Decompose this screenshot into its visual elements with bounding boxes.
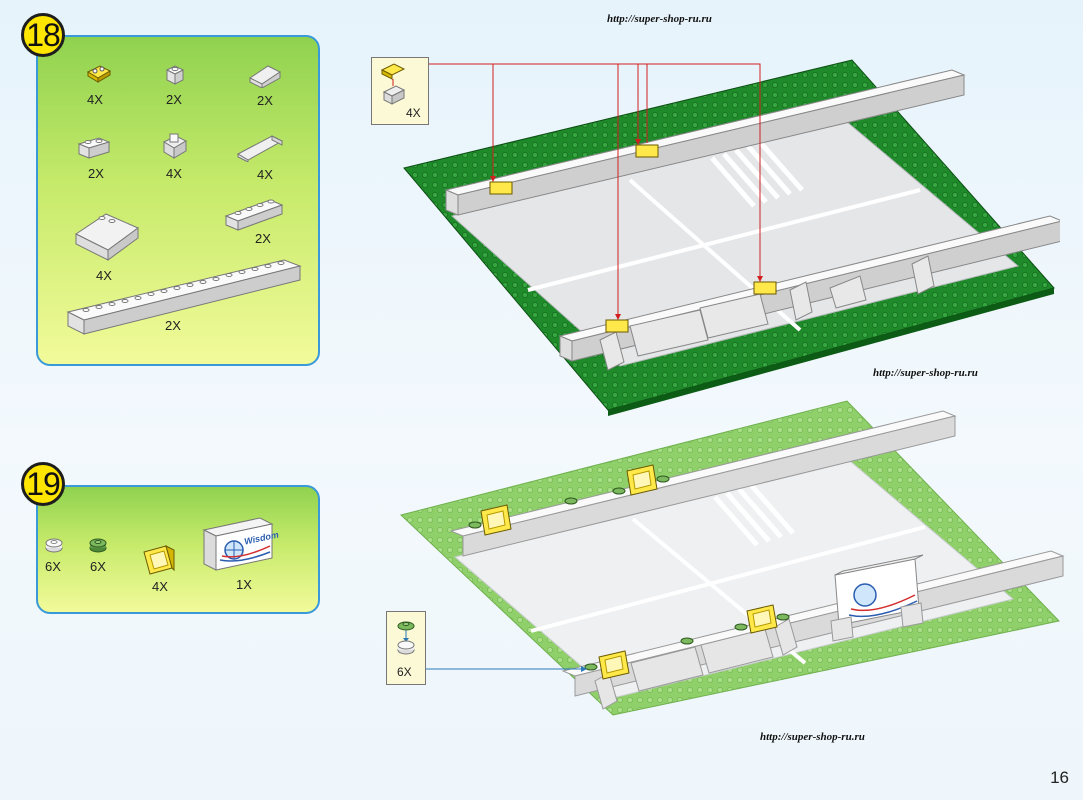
wisdom-sign-part <box>202 517 274 571</box>
slope-large-part <box>75 213 139 261</box>
part-qty: 1X <box>236 577 252 592</box>
step-19-callout: 6X <box>386 611 426 685</box>
clip-plate-part <box>86 65 112 83</box>
brick-1x4-part <box>224 199 284 231</box>
brick-1x2-part <box>77 137 111 159</box>
part-qty: 2X <box>255 231 271 246</box>
step-19-assembly-illustration <box>399 400 1065 716</box>
part-qty: 6X <box>45 559 61 574</box>
bracket-clip-part <box>162 133 188 159</box>
callout-qty: 6X <box>397 665 412 679</box>
step-18-assembly-illustration <box>403 59 1060 416</box>
website-url-top: http://super-shop-ru.ru <box>607 13 712 25</box>
yellow-frame-part <box>143 545 175 575</box>
website-url-bottom: http://super-shop-ru.ru <box>760 731 865 743</box>
slope-long-part <box>236 135 284 162</box>
part-qty: 2X <box>166 92 182 107</box>
round-plate-green-part <box>89 538 107 553</box>
step-19-badge: 19 <box>21 462 65 506</box>
part-qty: 4X <box>96 268 112 283</box>
stacked-round-plates-icon <box>397 621 415 655</box>
clip-bracket-assembly-icon <box>380 63 406 105</box>
step-19-panel <box>36 485 320 614</box>
website-url-middle: http://super-shop-ru.ru <box>873 367 978 379</box>
brick-1x16-part <box>66 259 302 335</box>
callout-qty: 4X <box>406 106 421 120</box>
brick-1x1-part <box>165 65 185 85</box>
part-qty: 4X <box>87 92 103 107</box>
page-number: 16 <box>1050 768 1069 787</box>
part-qty: 2X <box>257 93 273 108</box>
step-18-badge: 18 <box>21 13 65 57</box>
part-qty: 2X <box>165 318 181 333</box>
part-qty: 6X <box>90 559 106 574</box>
part-qty: 4X <box>166 166 182 181</box>
part-qty: 2X <box>88 166 104 181</box>
part-qty: 4X <box>152 579 168 594</box>
slope-small-part <box>249 65 281 88</box>
step-18-callout: 4X <box>371 57 429 125</box>
round-plate-white-part <box>45 538 63 553</box>
part-qty: 4X <box>257 167 273 182</box>
